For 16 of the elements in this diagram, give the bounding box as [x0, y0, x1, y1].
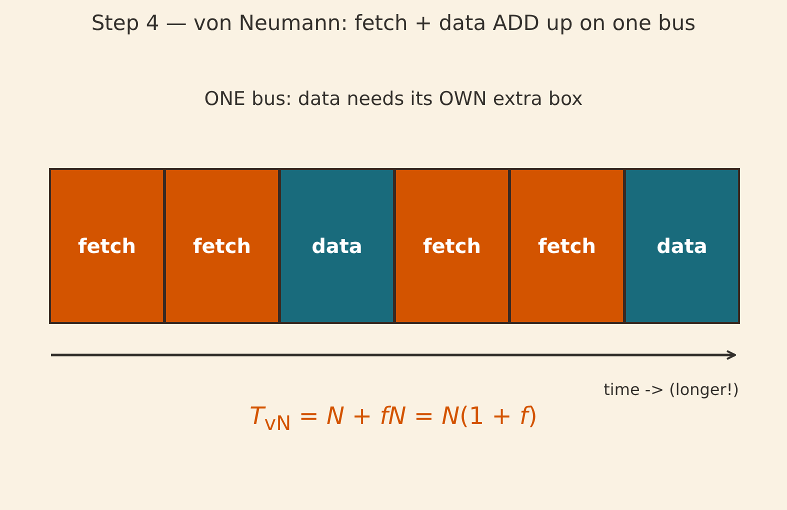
slot-label: fetch — [538, 234, 596, 258]
time-slot-box — [164, 168, 280, 324]
slot-label: data — [312, 234, 362, 258]
time-slot-box — [279, 168, 395, 324]
diagram-title: Step 4 — von Neumann: fetch + data ADD up on one bus — [90, 11, 697, 35]
slot-label: fetch — [78, 234, 136, 258]
formula: T$_{vN}$ = N + fN = N(1 + f) — [248, 402, 538, 435]
subtitle: ONE bus: data needs its OWN extra box — [203, 88, 584, 110]
time-slot-box — [49, 168, 165, 324]
time-slot-box — [394, 168, 510, 324]
time-slot-box — [624, 168, 740, 324]
slot-label: fetch — [423, 234, 481, 258]
axis-label: time -> (longer!) — [604, 380, 739, 399]
time-slot-box — [509, 168, 625, 324]
slot-label: fetch — [193, 234, 251, 258]
slot-label: data — [656, 234, 708, 258]
